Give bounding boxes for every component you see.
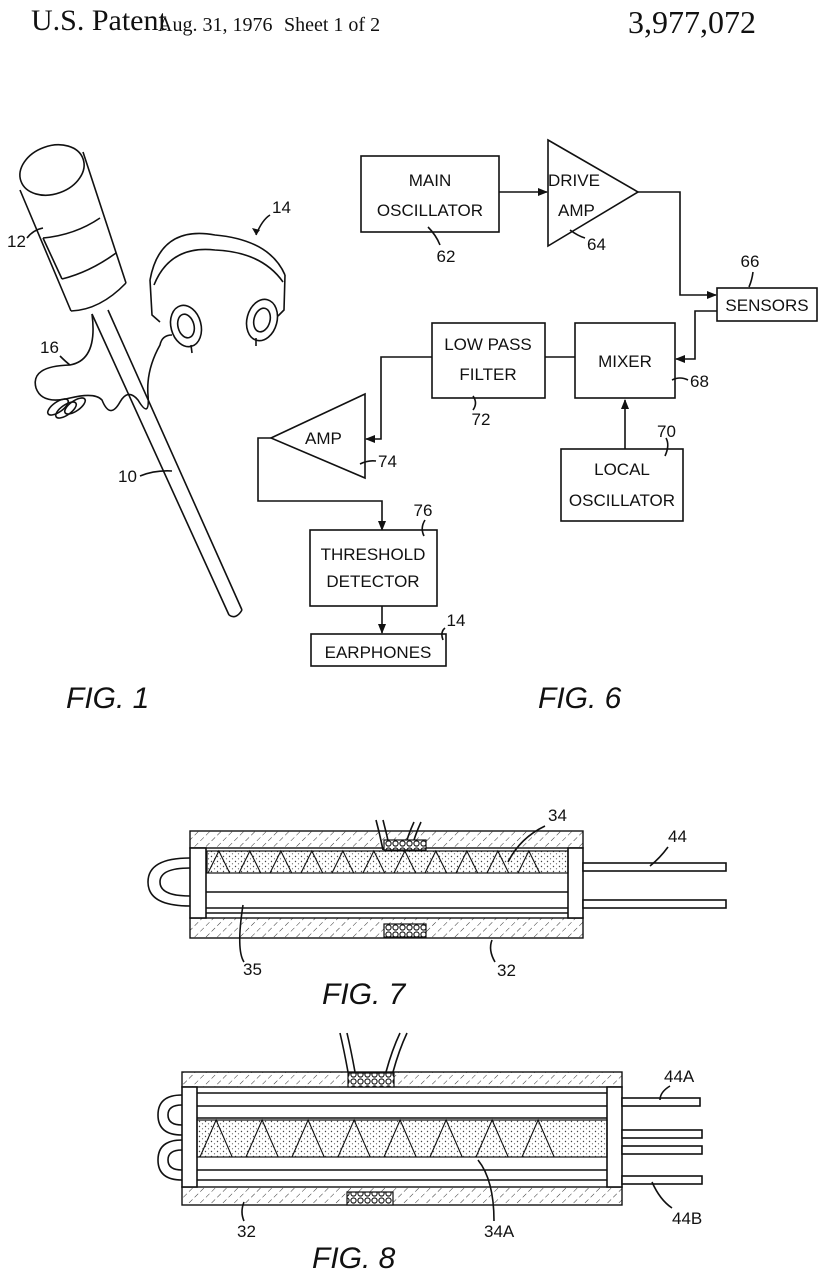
probe-rod — [91, 309, 243, 618]
block-main-oscillator: MAIN OSCILLATOR 62 — [360, 155, 500, 266]
svg-text:OSCILLATOR: OSCILLATOR — [569, 491, 675, 510]
spiral-turn — [245, 1118, 279, 1158]
fig6-caption: FIG. 6 — [538, 682, 622, 715]
arrow-sensors-to-mixer — [675, 310, 717, 363]
spiral-turn — [486, 849, 510, 874]
fig6-block-diagram: MAIN OSCILLATOR 62 DRIVE AMP 64 SENSORS … — [257, 138, 818, 715]
spiral-turn — [238, 849, 262, 874]
svg-text:DETECTOR: DETECTOR — [326, 572, 419, 591]
ref-68: 68 — [690, 372, 709, 391]
core-spiral — [207, 849, 541, 874]
spiral-turn — [199, 1118, 233, 1158]
core-34 — [206, 850, 569, 874]
ref-64: 64 — [587, 235, 606, 254]
arrow-amp-to-sensors — [638, 191, 717, 299]
svg-text:THRESHOLD: THRESHOLD — [321, 545, 426, 564]
block-sensors: SENSORS 66 — [716, 252, 818, 322]
housing-bottom — [181, 1186, 623, 1206]
ref-16: 16 — [40, 338, 59, 357]
headphones-icon — [149, 232, 286, 354]
spiral-turn — [424, 849, 448, 874]
ref-70: 70 — [657, 422, 676, 441]
svg-text:FILTER: FILTER — [459, 365, 516, 384]
ref-32: 32 — [497, 961, 516, 980]
ref-35: 35 — [243, 960, 262, 979]
ref-72: 72 — [472, 410, 491, 429]
ref-10: 10 — [118, 467, 137, 486]
ref-44: 44 — [668, 827, 687, 846]
svg-text:DRIVE: DRIVE — [548, 171, 600, 190]
cord — [34, 313, 173, 412]
ref-44b: 44B — [672, 1209, 702, 1228]
svg-text:MAIN: MAIN — [409, 171, 452, 190]
svg-text:SENSORS: SENSORS — [725, 296, 808, 315]
svg-text:OSCILLATOR: OSCILLATOR — [377, 201, 483, 220]
ref-76: 76 — [414, 501, 433, 520]
arrow-filter-to-amp — [365, 356, 432, 443]
fig8-caption: FIG. 8 — [312, 1242, 396, 1275]
spiral-turn — [429, 1118, 463, 1158]
ref-34a: 34A — [484, 1222, 515, 1241]
spiral-turn — [362, 849, 386, 874]
probe-handle — [19, 143, 127, 312]
housing-top — [181, 1071, 623, 1088]
patent-date: Aug. 31, 1976 — [158, 14, 273, 36]
arrow-amp-to-threshold — [257, 437, 386, 531]
fig7-caption: FIG. 7 — [322, 978, 407, 1011]
ref-12: 12 — [7, 232, 26, 251]
fig8-cross-section: 44A 44B 32 34A FIG. 8 — [157, 1032, 703, 1275]
svg-text:LOW PASS: LOW PASS — [444, 335, 532, 354]
fig1-illustration: 12 14 16 10 FIG. 1 — [7, 143, 291, 715]
block-low-pass-filter: LOW PASS FILTER 72 — [431, 322, 546, 429]
block-drive-amp: DRIVE AMP 64 — [547, 138, 640, 254]
spiral-turn — [291, 1118, 325, 1158]
ref-66: 66 — [741, 252, 760, 271]
sheet-number: Sheet 1 of 2 — [284, 14, 381, 36]
block-earphones: EARPHONES 14 — [310, 611, 466, 667]
spiral-turn — [475, 1118, 509, 1158]
ref-62: 62 — [437, 247, 456, 266]
coil-bottom — [383, 923, 427, 938]
svg-text:EARPHONES: EARPHONES — [325, 643, 432, 662]
patent-number: 3,977,072 — [628, 4, 756, 40]
coil-top — [383, 839, 427, 851]
ref-44a: 44A — [664, 1067, 695, 1086]
block-local-oscillator: LOCAL OSCILLATOR 70 — [560, 422, 684, 522]
spiral-turn — [521, 1118, 555, 1158]
block-mixer: MIXER 68 — [574, 322, 709, 399]
ref-32: 32 — [237, 1222, 256, 1241]
svg-text:AMP: AMP — [558, 201, 595, 220]
ref-14-earphones: 14 — [447, 611, 466, 630]
coil-bottom — [346, 1191, 394, 1206]
svg-text:AMP: AMP — [305, 429, 342, 448]
ref-74: 74 — [378, 452, 397, 471]
spiral-turn — [300, 849, 324, 874]
fig7-cross-section: 34 44 35 32 FIG. 7 — [147, 806, 727, 1011]
spiral-turn — [393, 849, 417, 874]
patent-title: U.S. Patent — [31, 4, 167, 37]
core-spiral — [199, 1118, 555, 1158]
cord-plug — [46, 397, 87, 419]
ref-14: 14 — [272, 198, 291, 217]
block-threshold-detector: THRESHOLD DETECTOR 76 — [309, 501, 438, 607]
spiral-turn — [455, 849, 479, 874]
ref-34: 34 — [548, 806, 567, 825]
svg-text:MIXER: MIXER — [598, 352, 652, 371]
coil-top — [347, 1072, 395, 1088]
spiral-turn — [207, 849, 231, 874]
spiral-turn — [269, 849, 293, 874]
spiral-turn — [331, 849, 355, 874]
spiral-turn — [517, 849, 541, 874]
block-amp: AMP 74 — [269, 392, 397, 480]
fig1-caption: FIG. 1 — [66, 682, 149, 715]
svg-text:LOCAL: LOCAL — [594, 460, 650, 479]
spiral-turn — [383, 1118, 417, 1158]
spiral-turn — [337, 1118, 371, 1158]
